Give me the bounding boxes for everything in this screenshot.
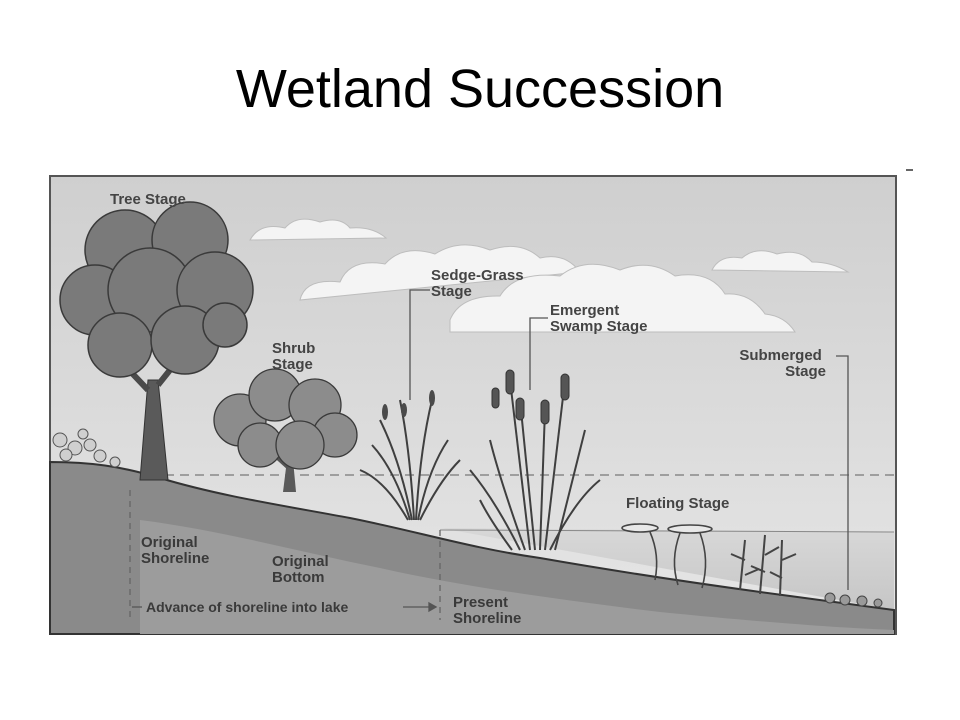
label-submerged-stage: Submerged Stage: [739, 347, 826, 380]
tree-illustration: [59, 201, 254, 481]
label-advance-of-shoreline: Advance of shoreline into lake: [146, 599, 348, 615]
original-bottom-layer: [140, 520, 894, 634]
sedge-grass-illustration: [359, 399, 461, 521]
clouds: [249, 218, 850, 333]
label-floating-stage: Floating Stage: [626, 495, 729, 512]
label-tree-stage: Tree Stage: [110, 191, 186, 208]
label-present-shoreline: Present Shoreline: [453, 594, 521, 627]
leader-lines: [409, 289, 849, 590]
sedge-seedheads: [382, 390, 435, 420]
label-sedge-grass-stage: Sedge-Grass Stage: [431, 267, 528, 300]
page-title: Wetland Succession: [235, 59, 725, 119]
cattail-illustration: [469, 369, 601, 551]
shoreline-flowers: [52, 428, 121, 468]
shrub-illustration: [213, 368, 358, 492]
advance-arrow: [132, 601, 438, 613]
label-original-bottom: Original Bottom: [272, 553, 333, 586]
floating-plants-illustration: [621, 523, 713, 589]
submerged-plants-illustration: [730, 534, 797, 597]
shoreline-markers: [129, 490, 441, 620]
bottom-plants: [824, 592, 883, 608]
label-shrub-stage: Shrub Stage: [272, 340, 320, 373]
label-emergent-swamp-stage: Emergent Swamp Stage: [550, 302, 648, 335]
label-original-shoreline: Original Shoreline: [141, 534, 209, 567]
water-surface-line: [439, 529, 895, 533]
